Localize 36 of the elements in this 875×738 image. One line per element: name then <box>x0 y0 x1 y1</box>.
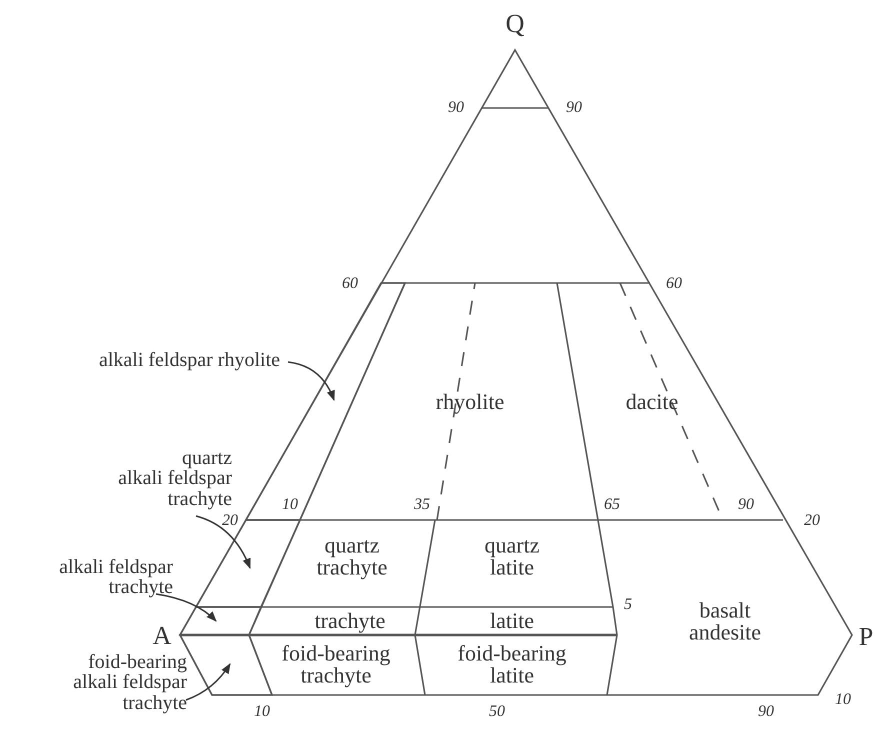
field-label: latite <box>490 610 534 632</box>
leader-arrow <box>186 663 231 701</box>
tick-value: 10 <box>835 691 851 709</box>
callout-text: quartz alkali feldspar trachyte <box>60 448 232 510</box>
field-label: trachyte <box>314 610 386 632</box>
leader-arrow <box>288 361 335 401</box>
tick-value: 20 <box>222 512 238 530</box>
vertex-label: A <box>152 621 172 651</box>
field-label: rhyolite <box>436 390 504 414</box>
tick-value: 35 <box>414 496 430 514</box>
vertex-label: Q <box>506 9 524 39</box>
vertex-label: P <box>858 622 874 652</box>
field-label: foid-bearing latite <box>458 642 566 688</box>
tick-value: 65 <box>604 496 620 514</box>
callout-text: alkali feldspar trachyte <box>5 557 173 598</box>
field-label: dacite <box>626 390 678 414</box>
field-area <box>180 607 261 635</box>
tick-value: 90 <box>738 496 754 514</box>
tick-value: 60 <box>666 275 682 293</box>
callout-text: foid-bearing alkali feldspar trachyte <box>5 652 187 714</box>
leader-arrow <box>196 515 251 569</box>
tick-value: 50 <box>489 703 505 721</box>
tick-value: 5 <box>624 596 632 614</box>
tick-value: 10 <box>282 496 298 514</box>
tick-value: 60 <box>342 275 358 293</box>
leader-arrow <box>156 593 217 622</box>
tick-value: 20 <box>804 512 820 530</box>
tick-value: 10 <box>254 703 270 721</box>
field-label: basalt andesite <box>688 600 762 644</box>
tick-value: 90 <box>758 703 774 721</box>
field-label: quartz latite <box>484 534 540 580</box>
field-label: foid-bearing trachyte <box>282 642 390 688</box>
tick-value: 90 <box>566 99 582 117</box>
field-label: quartz trachyte <box>316 534 388 580</box>
tick-value: 90 <box>448 99 464 117</box>
callout-text: alkali feldspar rhyolite <box>10 350 280 370</box>
